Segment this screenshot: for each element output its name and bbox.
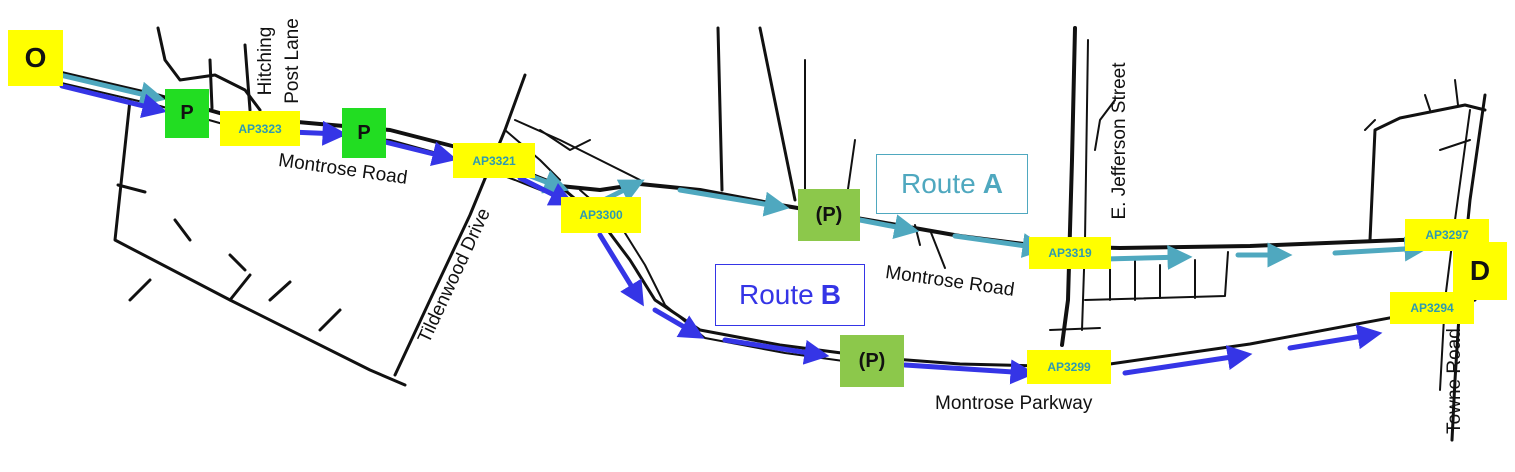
stop-label-ap3300: AP3300 <box>561 197 641 233</box>
street-label-post-lane: Post Lane <box>282 18 303 104</box>
street-label-hitching: Hitching <box>255 26 276 96</box>
route-a-prefix: Route <box>901 168 976 199</box>
stop-label-ap3297: AP3297 <box>1405 219 1489 251</box>
stop-label-ap3321: AP3321 <box>453 143 535 178</box>
parking-marker-2: P <box>342 108 386 158</box>
stop-label-ap3319: AP3319 <box>1029 237 1111 269</box>
street-label-montrose-parkway: Montrose Parkway <box>935 393 1093 414</box>
destination-marker: D <box>1453 242 1507 300</box>
route-a-letter: A <box>982 168 1003 199</box>
parking-marker-3: (P) <box>798 189 860 241</box>
route-b-prefix: Route <box>739 279 814 310</box>
route-a-path <box>57 72 1430 270</box>
origin-marker: O <box>8 30 63 86</box>
route-b-path <box>59 83 1383 385</box>
street-label-towne-road: Towne Road <box>1444 328 1465 434</box>
parking-marker-4: (P) <box>840 335 904 387</box>
stop-label-ap3299: AP3299 <box>1027 350 1111 384</box>
route-b-letter: B <box>820 279 841 310</box>
street-label-e-jefferson-street: E. Jefferson Street <box>1109 62 1130 220</box>
stop-label-ap3294: AP3294 <box>1390 292 1474 324</box>
parking-marker-1: P <box>165 89 209 138</box>
stop-label-ap3323: AP3323 <box>220 111 300 146</box>
